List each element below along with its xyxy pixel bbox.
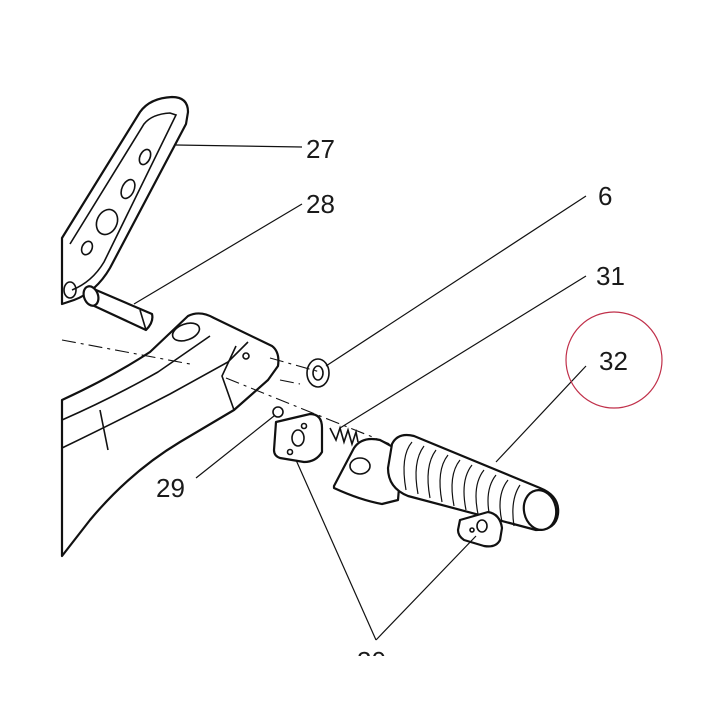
label-32: 32 [599, 346, 628, 376]
highlight-circle [565, 311, 663, 409]
pedal-plate-27 [60, 95, 190, 306]
label-28: 28 [306, 189, 335, 219]
bottom-crop [0, 656, 720, 720]
small-pin-29 [272, 406, 284, 418]
label-27: 27 [306, 134, 335, 164]
spacer-plate-30b [456, 510, 504, 548]
mounting-bracket-arm [60, 312, 280, 558]
label-31: 31 [596, 261, 625, 291]
retaining-clip-6 [306, 358, 330, 388]
label-6: 6 [598, 181, 612, 211]
spring-31 [329, 425, 359, 447]
spacer-plate-30a [272, 412, 324, 464]
pivot-pin-28 [82, 285, 154, 332]
leader-lines [133, 144, 587, 641]
label-29: 29 [156, 473, 185, 503]
footrest-peg-32 [332, 433, 560, 532]
center-lines [61, 339, 391, 445]
